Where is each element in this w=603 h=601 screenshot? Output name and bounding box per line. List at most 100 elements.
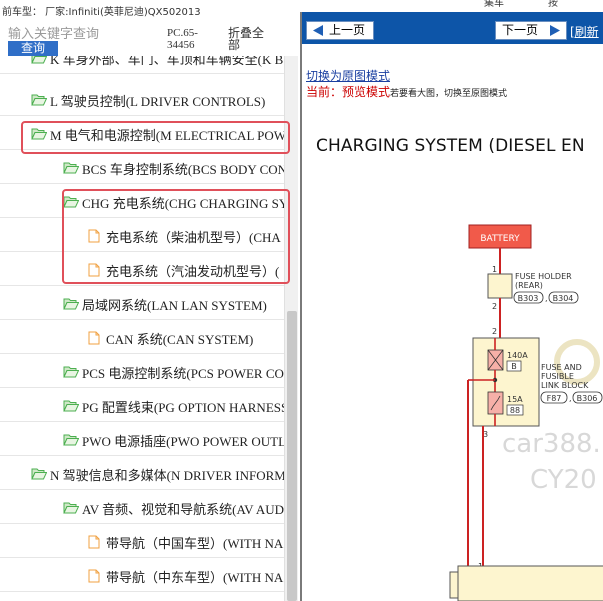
scroll-thumb[interactable] bbox=[287, 311, 297, 601]
wiring-diagram: CHARGING SYSTEM (DIESEL EN car388. CY20 … bbox=[302, 112, 603, 601]
document-icon bbox=[88, 263, 100, 277]
fusible-label-1: FUSE AND bbox=[541, 363, 582, 372]
connector-b304-badge bbox=[548, 291, 579, 304]
tree-item[interactable]: CHG 充电系统(CHG CHARGING SY bbox=[0, 184, 284, 218]
status-line: 当前：预览模式若要看大图，切换至原图模式 bbox=[306, 83, 507, 100]
connector-b304: B304 bbox=[553, 294, 574, 303]
document-icon bbox=[88, 569, 100, 583]
top-button-1[interactable]: 集车 bbox=[484, 0, 504, 8]
folder-open-icon bbox=[31, 128, 47, 140]
tree-item-label: PG 配置线束(PG OPTION HARNESS bbox=[82, 400, 284, 415]
alternator-cap bbox=[449, 571, 459, 599]
fusible-label-2: FUSIBLE bbox=[541, 372, 574, 381]
prev-page-label: 上一页 bbox=[329, 23, 366, 37]
prev-page-button[interactable]: 上一页 bbox=[306, 21, 374, 40]
tree-item-label: K 车身外部、车门、车顶和车辆安全(K B bbox=[50, 56, 284, 67]
search-row: 查询 PC.65-34456 折叠全部 bbox=[0, 18, 298, 56]
tree-item[interactable]: 充电系统（汽油发动机型号）( bbox=[0, 252, 284, 286]
fuse-15a: 15A bbox=[507, 395, 523, 404]
refresh-link[interactable]: [刷新 bbox=[570, 25, 599, 39]
next-page-label: 下一页 bbox=[502, 23, 539, 37]
fuse-15a-code-badge bbox=[506, 404, 524, 416]
fusible-label-3: LINK BLOCK bbox=[541, 381, 589, 390]
pin-3: 3 bbox=[483, 430, 488, 439]
folder-open-icon bbox=[63, 366, 79, 378]
folder-open-icon bbox=[63, 196, 79, 208]
search-input[interactable] bbox=[8, 25, 158, 43]
tree-item-label: AV 音频、视觉和导航系统(AV AUD bbox=[82, 502, 284, 517]
tree-item-label: PWO 电源插座(PWO POWER OUTL bbox=[82, 434, 284, 449]
next-page-button[interactable]: 下一页 bbox=[495, 21, 567, 40]
tree-item-label: BCS 车身控制系统(BCS BODY CON bbox=[82, 162, 284, 177]
tree-item-label: CHG 充电系统(CHG CHARGING SY bbox=[82, 196, 284, 211]
arrow-left-icon bbox=[313, 25, 323, 36]
fuse-holder-label-1: FUSE HOLDER bbox=[515, 272, 572, 281]
folder-open-icon bbox=[31, 468, 47, 480]
tree-item[interactable]: AV 音频、视觉和导航系统(AV AUD bbox=[0, 490, 284, 524]
tree-item[interactable]: 局域网系统(LAN LAN SYSTEM) bbox=[0, 286, 284, 320]
tree-item[interactable]: PG 配置线束(PG OPTION HARNESS bbox=[0, 388, 284, 422]
tree-item[interactable]: M 电气和电源控制(M ELECTRICAL POW bbox=[0, 116, 284, 150]
connector-b303: B303 bbox=[518, 294, 539, 303]
left-panel: 查询 PC.65-34456 折叠全部 K 车身外部、车门、车顶和车辆安全(K … bbox=[0, 18, 298, 601]
fuse-15a-symbol bbox=[490, 395, 501, 411]
tree-item[interactable]: PWO 电源插座(PWO POWER OUTL bbox=[0, 422, 284, 456]
tree-item[interactable]: K 车身外部、车门、车顶和车辆安全(K B bbox=[0, 56, 284, 74]
tree-item-label: 局域网系统(LAN LAN SYSTEM) bbox=[82, 298, 267, 313]
diagram-title: CHARGING SYSTEM (DIESEL EN bbox=[316, 136, 585, 156]
alternator-box bbox=[457, 565, 603, 601]
tree-item-label: 充电系统（柴油机型号）(CHA bbox=[106, 230, 281, 245]
fuse-holder-label-2: (REAR) bbox=[515, 281, 543, 290]
tree-item-label: CAN 系统(CAN SYSTEM) bbox=[106, 332, 254, 347]
viewer-toolbar: 上一页 下一页 [刷新 bbox=[302, 12, 603, 44]
battery-label: BATTERY bbox=[480, 234, 520, 244]
folder-open-icon bbox=[63, 502, 79, 514]
arrow-right-icon bbox=[550, 25, 560, 36]
watermark-logo-icon bbox=[554, 339, 600, 385]
tree-item[interactable]: N 驾驶信息和多媒体(N DRIVER INFORM bbox=[0, 456, 284, 490]
tree-item-label: 带导航（中东车型）(WITH NA bbox=[106, 570, 284, 585]
tree-item[interactable]: L 驾驶员控制(L DRIVER CONTROLS) bbox=[0, 82, 284, 116]
tree-item-label: L 驾驶员控制(L DRIVER CONTROLS) bbox=[50, 94, 266, 109]
folder-open-icon bbox=[63, 298, 79, 310]
comma-1: , bbox=[545, 294, 548, 303]
tree-item[interactable]: 充电系统（柴油机型号）(CHA bbox=[0, 218, 284, 252]
status-mode: 预览模式 bbox=[342, 85, 391, 99]
tree-item-label: 充电系统（汽油发动机型号）( bbox=[106, 264, 280, 279]
search-button[interactable]: 查询 bbox=[8, 41, 58, 56]
tree-item[interactable]: 带导航（中国车型）(WITH NA bbox=[0, 524, 284, 558]
fuse-holder-box bbox=[487, 273, 513, 299]
connector-b303-badge bbox=[513, 291, 544, 304]
tree-item[interactable]: BCS 车身控制系统(BCS BODY CON bbox=[0, 150, 284, 184]
folder-open-icon bbox=[63, 400, 79, 412]
code-label: PC.65-34456 bbox=[167, 27, 198, 51]
tree-item[interactable]: CAN 系统(CAN SYSTEM) bbox=[0, 320, 284, 354]
tree-item[interactable]: PCS 电源控制系统(PCS POWER CO bbox=[0, 354, 284, 388]
tree-item-label: N 驾驶信息和多媒体(N DRIVER INFORM bbox=[50, 468, 284, 483]
collapse-all-link[interactable]: 折叠全部 bbox=[228, 26, 265, 52]
switch-original-mode-link[interactable]: 切换为原图模式 bbox=[306, 69, 391, 83]
tree-item[interactable]: 带导航（中东车型）(WITH NA bbox=[0, 558, 284, 592]
tree-scrollbar[interactable] bbox=[284, 56, 298, 601]
tree-item-label: 带导航（中国车型）(WITH NA bbox=[106, 536, 284, 551]
folder-open-icon bbox=[31, 94, 47, 106]
fuse-140a: 140A bbox=[507, 351, 528, 360]
folder-open-icon bbox=[63, 162, 79, 174]
fuse-140a-code: B bbox=[511, 362, 517, 371]
folder-open-icon bbox=[63, 434, 79, 446]
pin-1a: 1 bbox=[492, 265, 497, 274]
fuse-15a-code: 88 bbox=[510, 406, 520, 415]
document-icon bbox=[88, 535, 100, 549]
fuse-140a-x2 bbox=[487, 349, 504, 371]
tree-view: K 车身外部、车门、车顶和车辆安全(K B L 驾驶员控制(L DRIVER CO… bbox=[0, 56, 284, 601]
tree-item-label: M 电气和电源控制(M ELECTRICAL POW bbox=[50, 128, 284, 143]
watermark-1: car388. bbox=[502, 429, 601, 459]
connector-f87-badge bbox=[540, 391, 568, 404]
connector-b306: B306 bbox=[577, 394, 598, 403]
vehicle-info: 前车型： 厂家:Infiniti(英菲尼迪)QX502013 bbox=[2, 7, 201, 18]
viewer-panel: 上一页 下一页 [刷新 切换为原图模式 当前：预览模式若要看大图，切换至原图模式… bbox=[300, 12, 603, 601]
pin-2a: 2 bbox=[492, 302, 497, 311]
tree-item-label: PCS 电源控制系统(PCS POWER CO bbox=[82, 366, 284, 381]
top-button-2[interactable]: 按 bbox=[548, 0, 558, 8]
fusible-link-block bbox=[472, 337, 540, 427]
